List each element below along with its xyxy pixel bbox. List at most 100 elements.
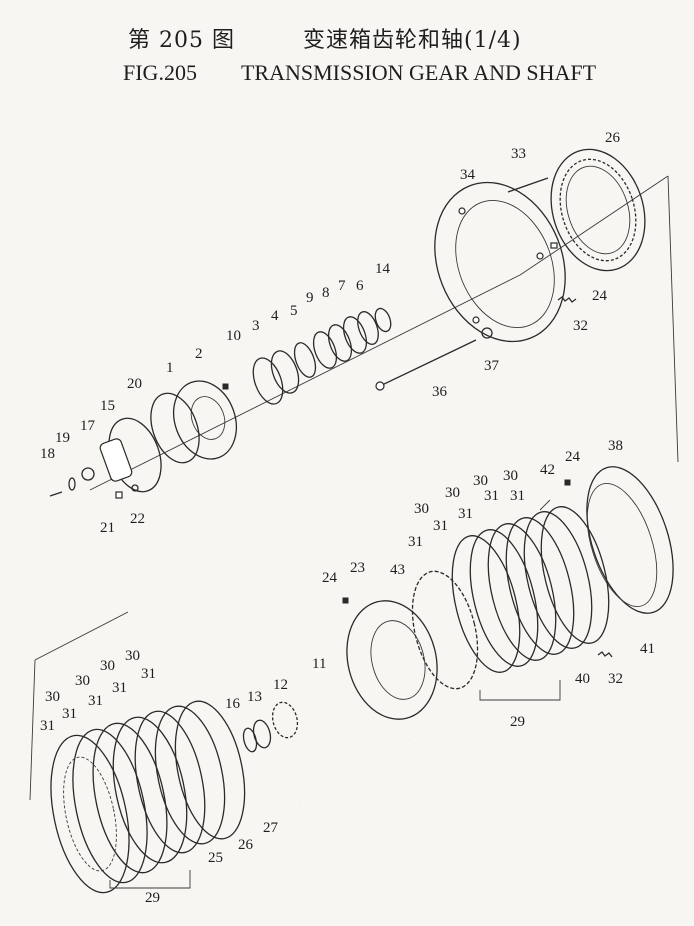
clutch-plate-stack-right bbox=[451, 506, 610, 673]
callout-31-i: 31 bbox=[62, 706, 77, 722]
part-24-pin-right bbox=[564, 479, 571, 486]
callout-9: 9 bbox=[306, 290, 314, 306]
bracket-29-left bbox=[109, 870, 191, 889]
callout-31-h: 31 bbox=[88, 693, 103, 709]
callout-30-g: 30 bbox=[445, 485, 460, 501]
part-37-washer bbox=[481, 327, 493, 339]
part-19-seal bbox=[68, 477, 76, 491]
callout-31-f: 31 bbox=[141, 666, 156, 682]
part-21-bolt bbox=[115, 491, 123, 499]
figure-number-zh: 第 205 图 bbox=[128, 28, 235, 53]
part-24-pin-upper bbox=[550, 242, 558, 249]
callout-32-upper: 32 bbox=[573, 318, 588, 334]
clutch-plate-stack-left bbox=[50, 700, 246, 894]
callout-4: 4 bbox=[271, 308, 279, 324]
callout-7: 7 bbox=[338, 278, 346, 294]
figure-number-en: FIG.205 bbox=[123, 60, 197, 85]
figure-name-zh: 变速箱齿轮和轴(1/4) bbox=[302, 28, 522, 53]
callout-30-d: 30 bbox=[45, 689, 60, 705]
part-11-shaft bbox=[298, 736, 412, 809]
callout-25: 25 bbox=[208, 850, 223, 866]
part-13-ring bbox=[252, 719, 272, 749]
callout-3: 3 bbox=[252, 318, 260, 334]
callout-38: 38 bbox=[608, 438, 623, 454]
bracket-29-right bbox=[479, 680, 561, 701]
callout-24-upper: 24 bbox=[592, 288, 608, 304]
callout-11: 11 bbox=[312, 656, 326, 672]
upper-axis-line bbox=[89, 274, 521, 491]
callout-30-c: 30 bbox=[75, 673, 90, 689]
part-22-washer bbox=[131, 484, 139, 492]
callout-37: 37 bbox=[484, 358, 500, 374]
part-38-housing bbox=[586, 466, 674, 614]
callout-30-a: 30 bbox=[125, 648, 140, 664]
callout-10: 10 bbox=[226, 328, 241, 344]
callout-33: 33 bbox=[511, 146, 526, 162]
callout-15: 15 bbox=[100, 398, 115, 414]
callout-22: 22 bbox=[130, 511, 145, 527]
callout-30-b: 30 bbox=[100, 658, 115, 674]
part-34-housing-plate bbox=[434, 181, 566, 343]
callout-34: 34 bbox=[460, 167, 476, 183]
callout-29-left: 29 bbox=[145, 890, 160, 906]
callout-43: 43 bbox=[390, 562, 405, 578]
callout-31-g: 31 bbox=[112, 680, 127, 696]
callout-40: 40 bbox=[575, 671, 590, 687]
part-36-long-bolt bbox=[379, 339, 477, 387]
callout-6: 6 bbox=[356, 278, 364, 294]
callout-24-middle: 24 bbox=[322, 570, 338, 586]
callout-42: 42 bbox=[540, 462, 555, 478]
part-32-spring-upper bbox=[557, 296, 577, 303]
upper-axis-line-right bbox=[519, 175, 669, 276]
callout-31-c: 31 bbox=[458, 506, 473, 522]
part-17-washer bbox=[81, 467, 95, 481]
part-2-pin bbox=[222, 383, 229, 390]
callout-17: 17 bbox=[80, 418, 96, 434]
callout-21: 21 bbox=[100, 520, 115, 536]
lower-left-frame-left bbox=[29, 659, 36, 801]
callout-14: 14 bbox=[375, 261, 391, 277]
part-20-o-ring bbox=[150, 392, 200, 464]
callout-31-j: 31 bbox=[40, 718, 55, 734]
callout-41: 41 bbox=[640, 641, 655, 657]
upper-frame-line bbox=[667, 175, 679, 463]
callout-30-h: 30 bbox=[414, 501, 429, 517]
part-28-ring-gear bbox=[550, 148, 646, 272]
figure-name-en: TRANSMISSION GEAR AND SHAFT bbox=[240, 60, 597, 85]
callout-32-lower: 32 bbox=[608, 671, 623, 687]
part-23-carrier-housing bbox=[346, 600, 438, 720]
callout-30-f: 30 bbox=[473, 473, 488, 489]
part-18-bolt bbox=[49, 491, 63, 497]
callout-28: 26 bbox=[605, 130, 621, 146]
callout-2: 2 bbox=[195, 346, 203, 362]
callout-31-b: 31 bbox=[484, 488, 499, 504]
piston-ring-stack bbox=[252, 307, 392, 405]
callout-24-right: 24 bbox=[565, 449, 581, 465]
leader-upper-right bbox=[539, 499, 551, 511]
part-15-cover-plate bbox=[99, 417, 162, 493]
lower-left-frame-top bbox=[34, 611, 129, 661]
callout-8: 8 bbox=[322, 285, 330, 301]
callout-1: 1 bbox=[166, 360, 174, 376]
callout-23: 23 bbox=[350, 560, 365, 576]
callout-20: 20 bbox=[127, 376, 142, 392]
figure-title-zh: 第 205 图 变速箱齿轮和轴(1/4) bbox=[128, 22, 522, 54]
callout-31-d: 31 bbox=[433, 518, 448, 534]
part-16-ring bbox=[242, 727, 258, 753]
callout-27: 27 bbox=[263, 820, 279, 836]
callout-31-a: 31 bbox=[510, 488, 525, 504]
part-12-gear bbox=[271, 701, 299, 739]
part-1-piston-housing bbox=[173, 380, 237, 460]
figure-title-en: FIG.205 TRANSMISSION GEAR AND SHAFT bbox=[123, 60, 596, 86]
callout-31-e: 31 bbox=[408, 534, 423, 550]
callout-16: 16 bbox=[225, 696, 241, 712]
callout-26: 26 bbox=[238, 837, 254, 853]
part-32-spring-lower bbox=[597, 651, 613, 658]
callout-30-e: 30 bbox=[503, 468, 518, 484]
part-33-pin bbox=[507, 177, 549, 193]
part-24-pin-middle bbox=[342, 597, 349, 604]
callout-18: 18 bbox=[40, 446, 55, 462]
callout-19: 19 bbox=[55, 430, 70, 446]
callout-36: 36 bbox=[432, 384, 448, 400]
